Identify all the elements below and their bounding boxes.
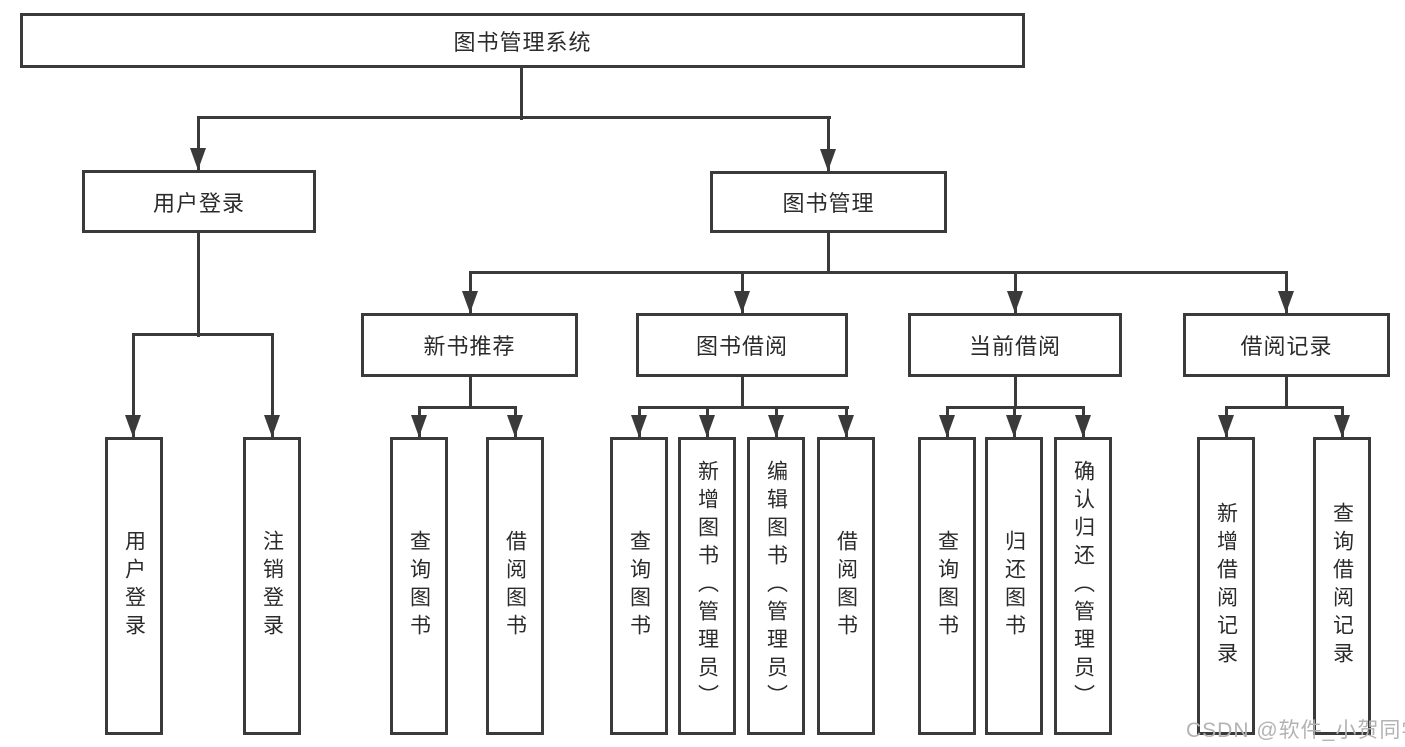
- arrow-down-icon: [820, 149, 836, 171]
- leaf-edit-book-admin: 编辑图书（管理员）: [747, 437, 805, 735]
- node-label: 用户登录: [152, 190, 245, 216]
- leaf-user-login: 用户登录: [105, 437, 163, 735]
- arrow-down-icon: [1075, 415, 1091, 437]
- leaf-query-books-borrow: 查询图书: [610, 437, 668, 735]
- leaf-borrow-books: 借阅图书: [817, 437, 875, 735]
- connector-line: [197, 116, 831, 119]
- arrow-down-icon: [507, 415, 523, 437]
- node-label: 图书借阅: [695, 334, 788, 359]
- node-label: 用户登录: [122, 530, 146, 642]
- arrow-down-icon: [631, 415, 647, 437]
- arrow-down-icon: [125, 415, 141, 437]
- leaf-add-borrow-record: 新增借阅记录: [1197, 437, 1255, 735]
- node-label: 图书管理系统: [453, 29, 592, 55]
- arrow-down-icon: [768, 415, 784, 437]
- connector-line: [418, 406, 517, 409]
- connector-line: [638, 406, 849, 409]
- node-library-management-system: 图书管理系统: [20, 13, 1025, 68]
- node-label: 注销登录: [260, 530, 284, 642]
- node-new-book-recommend: 新书推荐: [361, 313, 578, 377]
- connector-line: [197, 233, 200, 337]
- connector-line: [1225, 406, 1344, 409]
- csdn-watermark: CSDN @软件_小贺同学: [1186, 719, 1405, 742]
- node-label: 借阅图书: [503, 530, 527, 642]
- node-current-borrow: 当前借阅: [908, 313, 1122, 377]
- arrow-down-icon: [1218, 415, 1234, 437]
- node-label: 借阅记录: [1240, 334, 1333, 359]
- arrow-down-icon: [838, 415, 854, 437]
- connector-line: [827, 233, 830, 274]
- node-label: 新增借阅记录: [1214, 502, 1238, 670]
- arrow-down-icon: [1334, 415, 1350, 437]
- connector-line: [271, 333, 274, 437]
- connector-line: [197, 116, 200, 170]
- node-label: 查询图书: [627, 530, 651, 642]
- node-label: 归还图书: [1002, 530, 1026, 642]
- connector-line: [132, 333, 274, 336]
- node-label: 新增图书（管理员）: [695, 460, 719, 712]
- arrow-down-icon: [1278, 291, 1294, 313]
- connector-line: [520, 68, 523, 120]
- connector-line: [132, 333, 135, 437]
- node-book-borrow: 图书借阅: [636, 313, 848, 377]
- connector-line: [1285, 377, 1288, 409]
- node-book-management: 图书管理: [710, 171, 947, 233]
- node-label: 查询借阅记录: [1330, 502, 1354, 670]
- arrow-down-icon: [939, 415, 955, 437]
- arrow-down-icon: [699, 415, 715, 437]
- node-label: 确认归还（管理员）: [1071, 460, 1095, 712]
- node-label: 查询图书: [935, 530, 959, 642]
- node-label: 编辑图书（管理员）: [764, 460, 788, 712]
- node-label: 查询图书: [407, 530, 431, 642]
- arrow-down-icon: [1007, 291, 1023, 313]
- node-label: 图书管理: [782, 191, 875, 216]
- arrow-down-icon: [1006, 415, 1022, 437]
- connector-line: [469, 271, 1288, 274]
- node-label: 新书推荐: [423, 334, 516, 359]
- arrow-down-icon: [190, 148, 206, 170]
- arrow-down-icon: [264, 415, 280, 437]
- leaf-query-books-current: 查询图书: [918, 437, 976, 735]
- arrow-down-icon: [734, 291, 750, 313]
- connector-line: [741, 377, 744, 409]
- connector-line: [827, 116, 830, 171]
- leaf-logout: 注销登录: [243, 437, 301, 735]
- node-label: 借阅图书: [834, 530, 858, 642]
- leaf-return-book: 归还图书: [985, 437, 1043, 735]
- leaf-query-borrow-record: 查询借阅记录: [1313, 437, 1371, 735]
- node-label: 当前借阅: [968, 334, 1061, 359]
- node-user-login: 用户登录: [82, 170, 316, 233]
- leaf-query-books-recommend: 查询图书: [390, 437, 448, 735]
- arrow-down-icon: [411, 415, 427, 437]
- arrow-down-icon: [462, 291, 478, 313]
- node-borrow-records: 借阅记录: [1183, 313, 1390, 377]
- leaf-borrow-books-recommend: 借阅图书: [486, 437, 544, 735]
- connector-line: [469, 377, 472, 409]
- leaf-add-book-admin: 新增图书（管理员）: [678, 437, 736, 735]
- leaf-confirm-return-admin: 确认归还（管理员）: [1054, 437, 1112, 735]
- connector-line: [1014, 377, 1017, 409]
